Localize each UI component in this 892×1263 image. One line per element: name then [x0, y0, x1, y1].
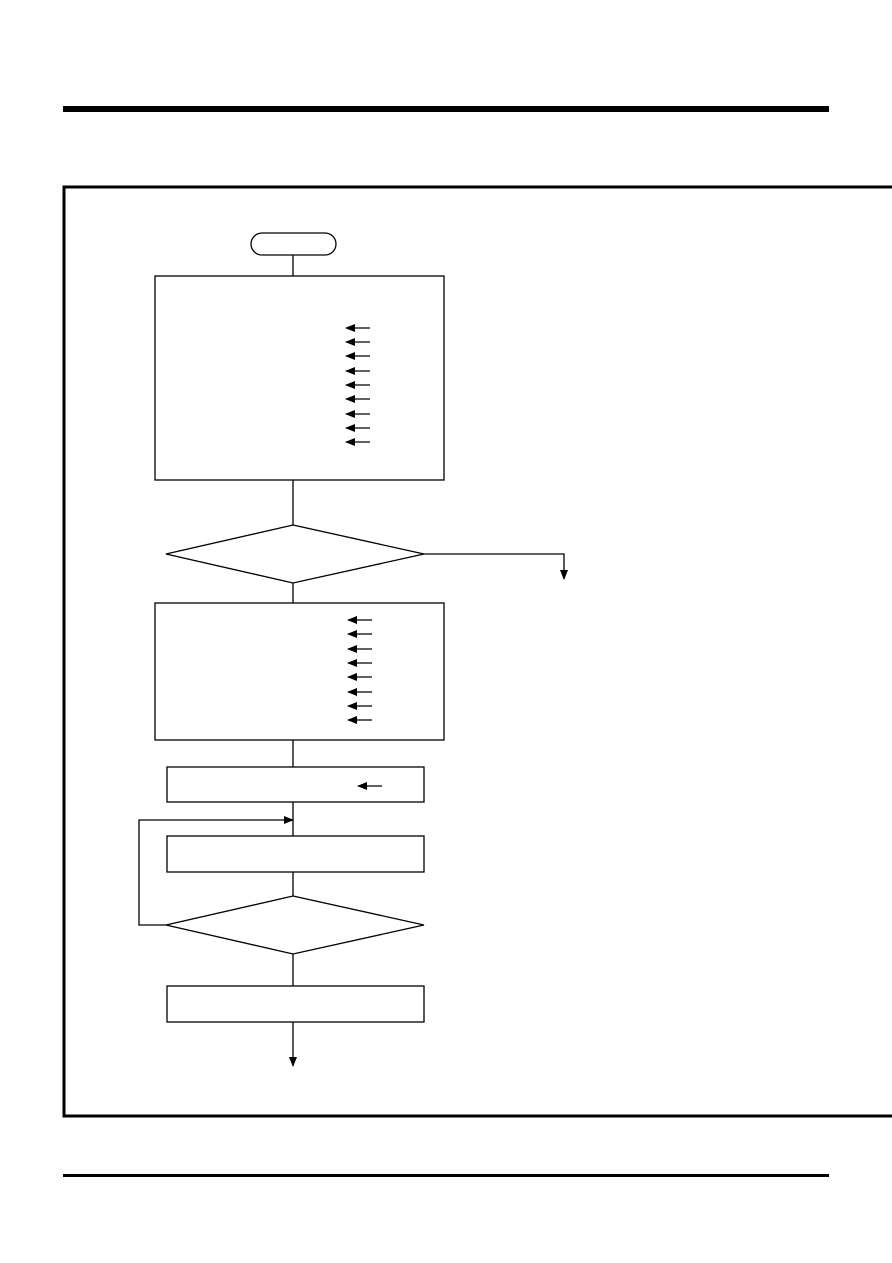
decision-1 [165, 524, 425, 584]
init-block-1-assignment-arrows [345, 324, 370, 446]
footer-rule [63, 1174, 829, 1177]
connector-decision2-loop-back [138, 816, 294, 926]
decision-2 [165, 895, 425, 955]
figure-frame [62, 185, 892, 1118]
start-terminator [250, 232, 337, 256]
header-rule [63, 106, 829, 112]
connector-decision1-branch-right [424, 553, 568, 580]
init-block-1 [154, 275, 445, 481]
process-5 [166, 985, 425, 1023]
process-3 [166, 766, 425, 803]
process-4 [166, 835, 425, 873]
init-block-2-assignment-arrows [347, 616, 372, 724]
init-block-2 [154, 602, 445, 741]
